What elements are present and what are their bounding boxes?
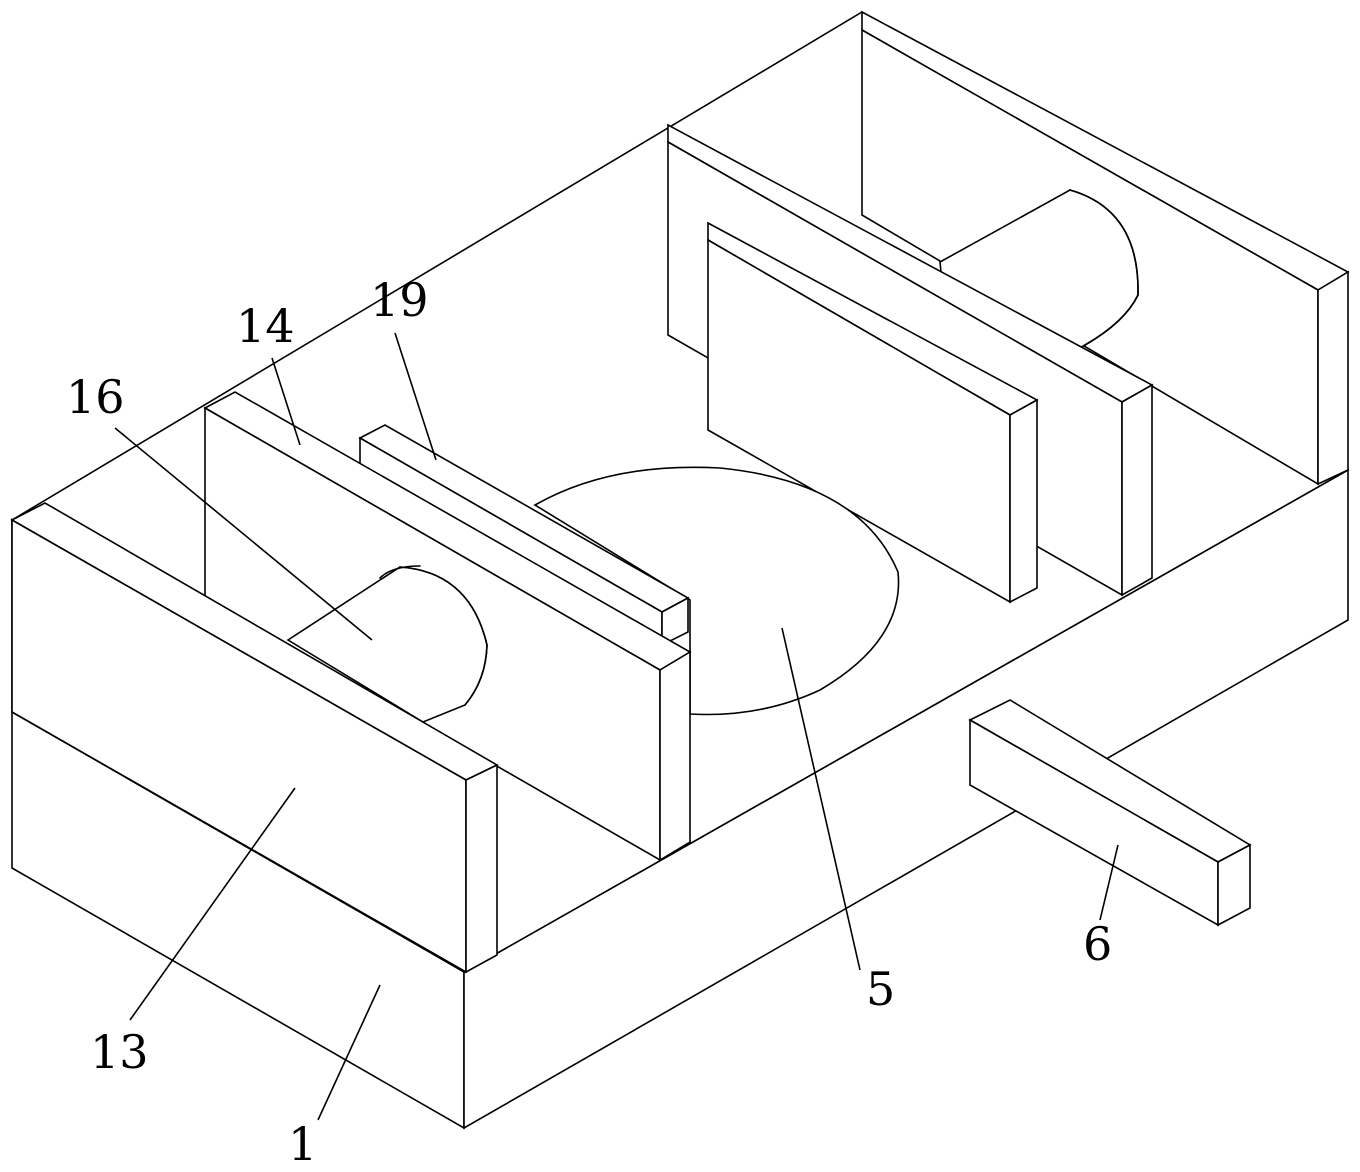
right-clamp-plate bbox=[707, 221, 1039, 604]
table-disk bbox=[533, 466, 900, 716]
label-13: 13 bbox=[90, 1025, 149, 1079]
leader-16 bbox=[114, 427, 373, 641]
left-cylinder bbox=[286, 565, 488, 723]
leader-14 bbox=[271, 357, 301, 446]
label-14: 14 bbox=[236, 299, 295, 353]
leader-lines bbox=[114, 332, 1119, 1121]
label-19: 19 bbox=[370, 273, 429, 327]
part-labels: 1 5 6 13 14 16 19 bbox=[66, 273, 1112, 1171]
front-plate bbox=[10, 502, 499, 974]
label-1: 1 bbox=[288, 1117, 317, 1171]
leader-6 bbox=[1099, 844, 1119, 921]
label-5: 5 bbox=[866, 962, 895, 1016]
leader-13 bbox=[129, 787, 296, 1021]
leader-5 bbox=[781, 627, 861, 971]
leader-19 bbox=[394, 332, 437, 461]
handle-bar bbox=[968, 699, 1252, 927]
label-16: 16 bbox=[66, 370, 125, 424]
label-6: 6 bbox=[1083, 917, 1112, 971]
leader-1 bbox=[317, 984, 381, 1121]
